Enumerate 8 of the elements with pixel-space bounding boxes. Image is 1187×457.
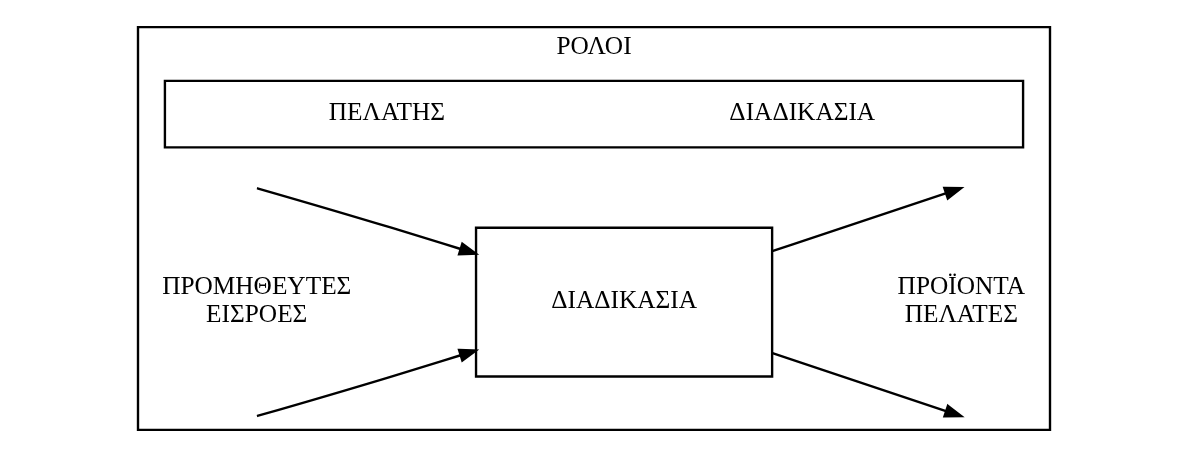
label: ΠΡΟΜΗΘΕΥΤΕΣ ΕΙΣΡΟΕΣ: [161, 270, 351, 328]
arrow: [256, 187, 479, 256]
arrow: [256, 348, 479, 418]
label: ΠΡΟΪΟΝΤΑ ΠΕΛΑΤΕΣ: [897, 270, 1025, 328]
node-box: ΔΙΑΔΙΚΑΣΙΑ: [474, 226, 773, 378]
node-box: ΠΕΛΑΤΗΣ ΔΙΑΔΙΚΑΣΙΑ: [163, 79, 1024, 149]
arrow: [771, 352, 965, 418]
arrow: [771, 186, 964, 253]
